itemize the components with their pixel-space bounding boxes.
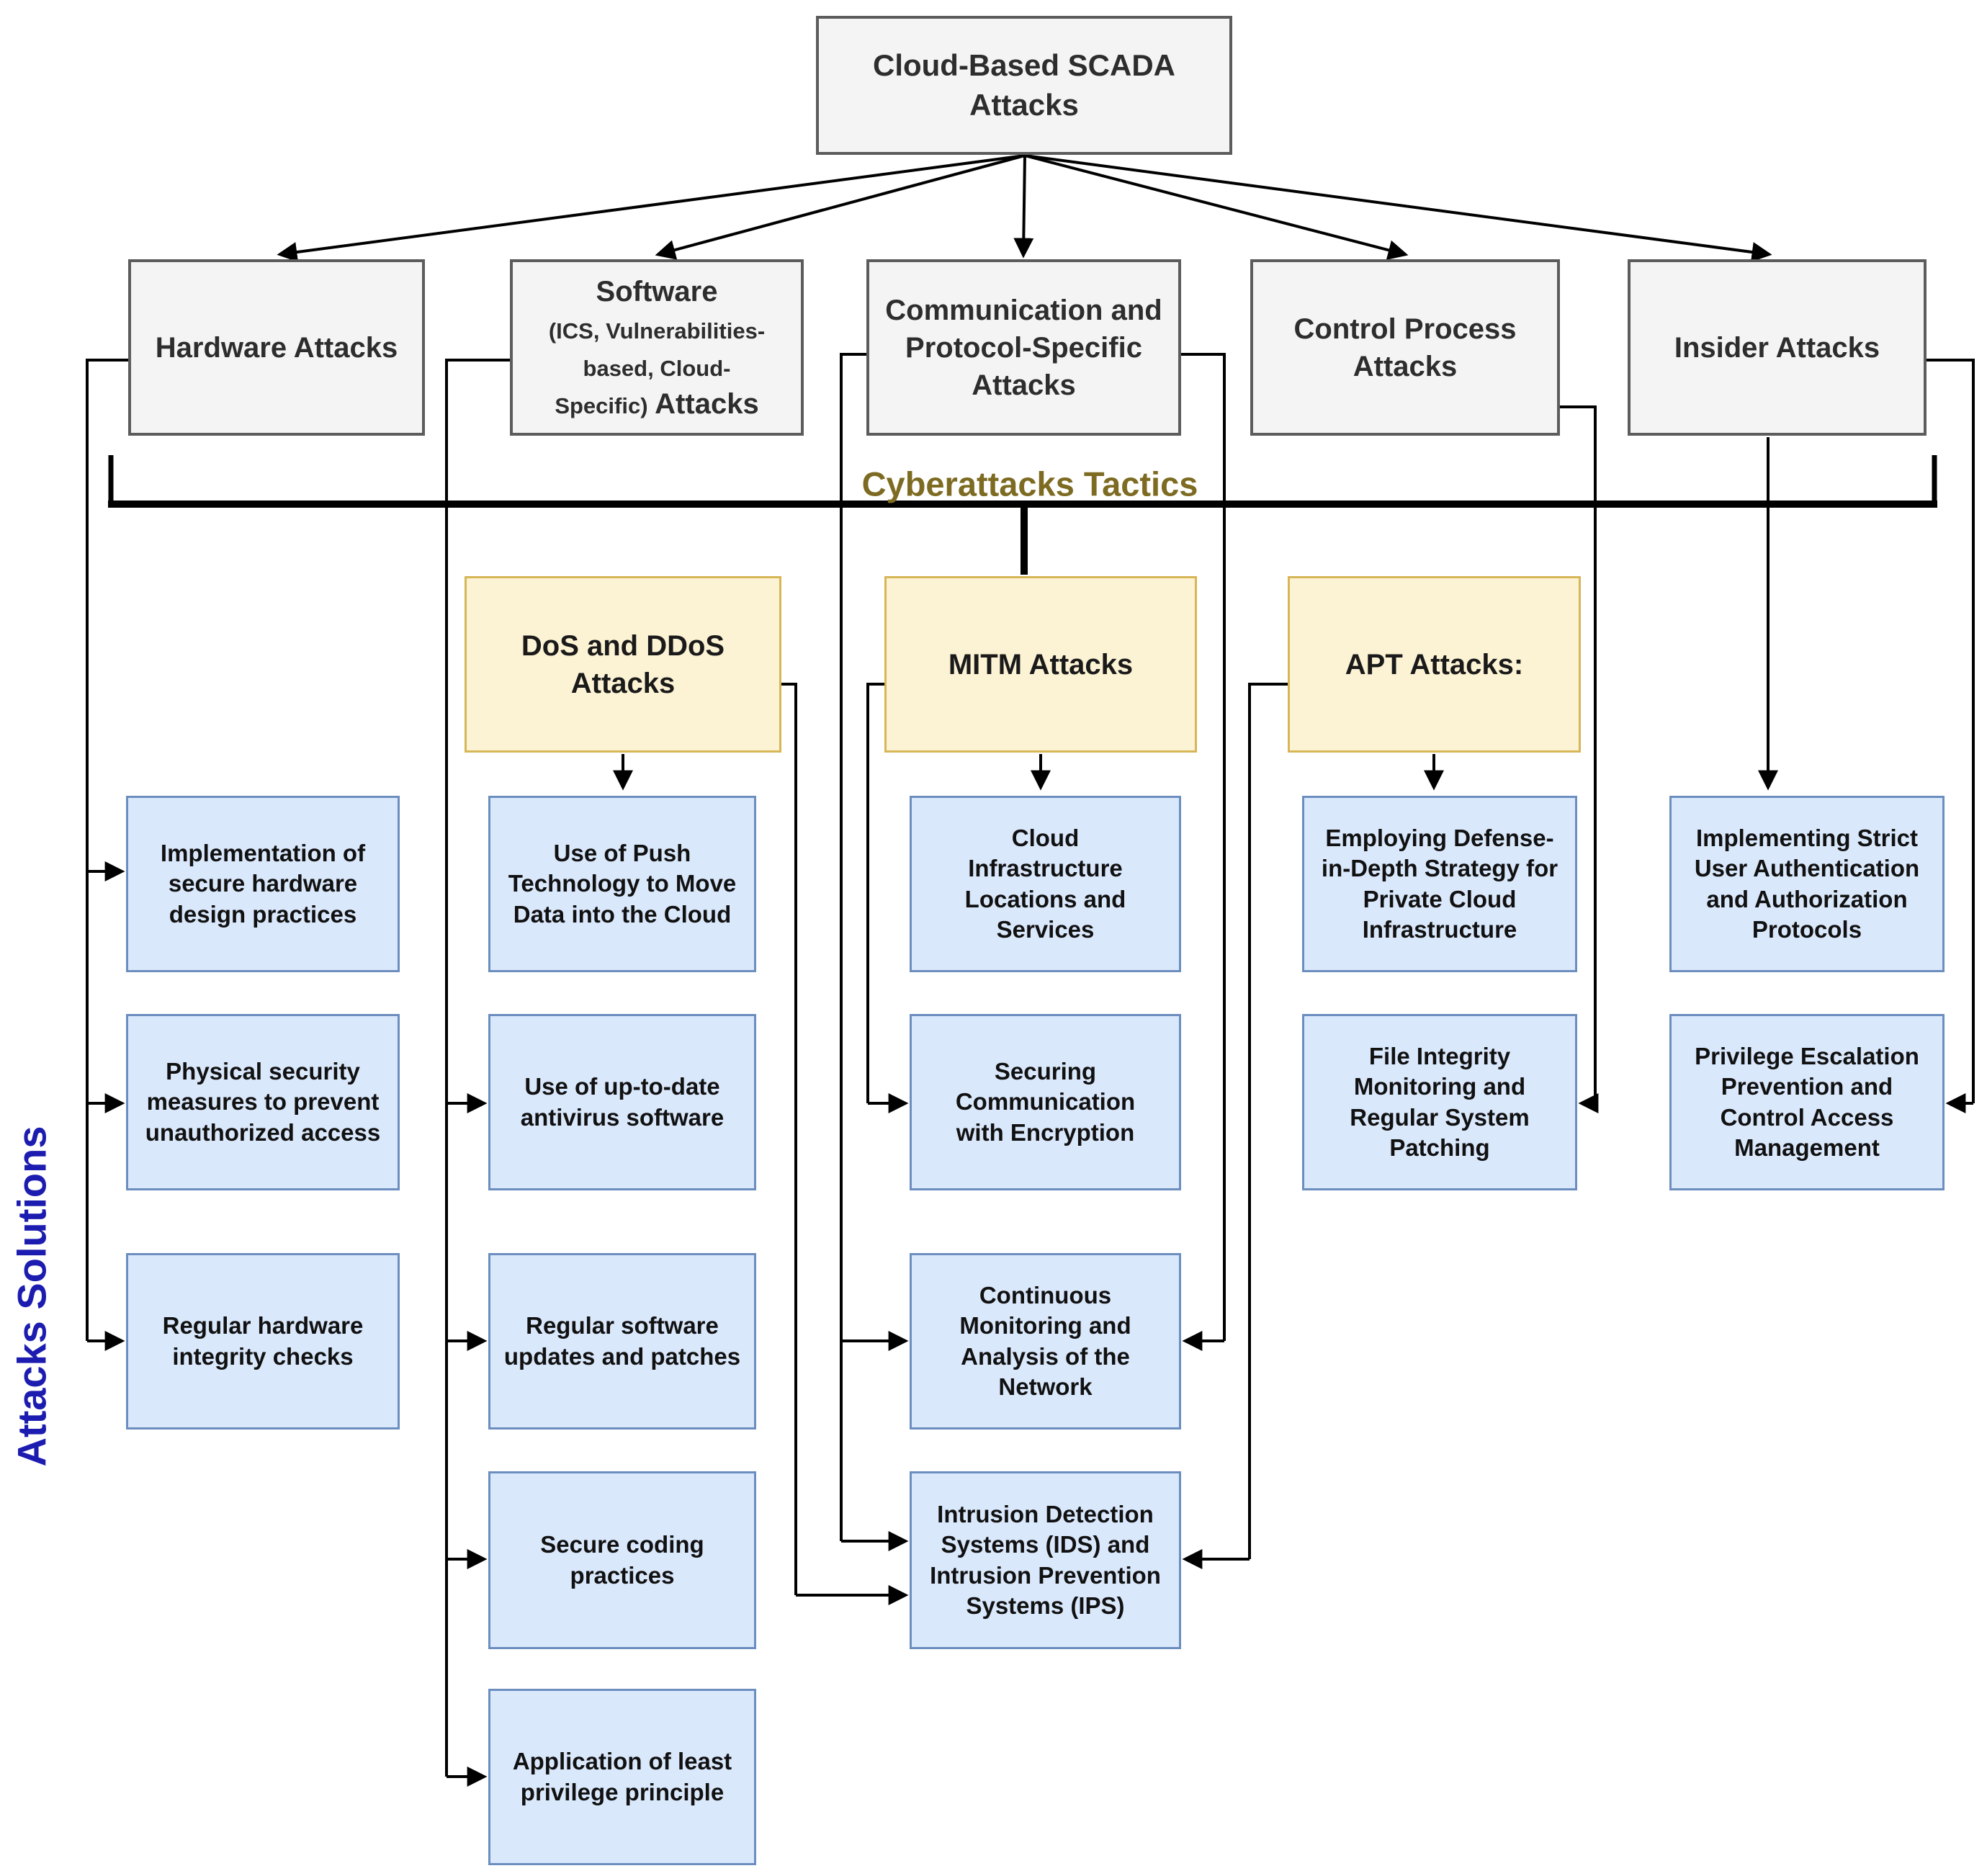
tactics-bracket — [108, 455, 1937, 575]
solution-continuous-monitoring: Continuous Monitoring and Analysis of th… — [910, 1253, 1181, 1430]
node-mitm-attacks: MITM Attacks — [884, 576, 1197, 753]
dos-feed-line — [781, 683, 909, 1605]
solution-secure-coding: Secure coding practices — [488, 1471, 756, 1649]
solution-label: Intrusion Detection Systems (IDS) and In… — [930, 1501, 1161, 1619]
solution-label: Implementing Strict User Authentication … — [1694, 825, 1920, 943]
solution-label: Continuous Monitoring and Analysis of th… — [959, 1282, 1131, 1400]
communication-right-feed — [1181, 353, 1226, 1351]
node-insider-attacks: Insider Attacks — [1628, 259, 1927, 436]
node-hardware-attacks-label: Hardware Attacks — [155, 331, 398, 364]
label-attacks-solutions: Attacks Solutions — [9, 1126, 55, 1467]
solution-label: Cloud Infrastructure Locations and Servi… — [964, 825, 1126, 943]
solution-label: Implementation of secure hardware design… — [160, 840, 366, 928]
node-cloud-scada-attacks: Cloud-Based SCADA Attacks — [816, 16, 1232, 155]
hardware-feed-lines — [86, 359, 133, 1351]
software-feed-lines — [445, 359, 510, 1787]
solution-label: Privilege Escalation Prevention and Cont… — [1695, 1043, 1919, 1161]
node-communication-attacks-label: Communication and Protocol-Specific Atta… — [885, 294, 1162, 401]
solution-label: Use of up-to-date antivirus software — [520, 1073, 725, 1131]
node-cloud-scada-attacks-label: Cloud-Based SCADA Attacks — [872, 48, 1176, 122]
solution-least-privilege: Application of least privilege principle — [488, 1689, 756, 1865]
node-apt-attacks: APT Attacks: — [1288, 576, 1581, 753]
root-fan-arrows — [277, 154, 1772, 262]
solution-label: Securing Communication with Encryption — [955, 1058, 1136, 1146]
node-software-attacks-label: Software (ICS, Vulnerabilities- based, C… — [548, 275, 766, 420]
node-dos-ddos-attacks: DoS and DDoS Attacks — [465, 576, 781, 753]
communication-left-feed — [840, 353, 909, 1551]
solution-label: Regular hardware integrity checks — [162, 1312, 364, 1370]
node-communication-attacks: Communication and Protocol-Specific Atta… — [866, 259, 1181, 436]
node-hardware-attacks: Hardware Attacks — [128, 259, 425, 436]
node-insider-attacks-label: Insider Attacks — [1674, 331, 1880, 364]
solution-privilege-escalation: Privilege Escalation Prevention and Cont… — [1669, 1014, 1945, 1190]
solution-push-technology: Use of Push Technology to Move Data into… — [488, 796, 756, 972]
solution-label: File Integrity Monitoring and Regular Sy… — [1350, 1043, 1530, 1161]
solution-cloud-infrastructure: Cloud Infrastructure Locations and Servi… — [910, 796, 1181, 972]
solution-hardware-design: Implementation of secure hardware design… — [126, 796, 400, 972]
solution-label: Secure coding practices — [540, 1531, 704, 1589]
solution-label: Employing Defense-in-Depth Strategy for … — [1321, 825, 1558, 943]
tactic-down-arrows — [613, 437, 1778, 791]
node-control-process-attacks-label: Control Process Attacks — [1293, 313, 1517, 382]
node-control-process-attacks: Control Process Attacks — [1250, 259, 1560, 436]
solution-antivirus: Use of up-to-date antivirus software — [488, 1014, 756, 1190]
node-apt-attacks-label: APT Attacks: — [1345, 648, 1524, 681]
solution-label: Use of Push Technology to Move Data into… — [508, 840, 737, 928]
solution-label: Regular software updates and patches — [503, 1312, 741, 1370]
solution-file-integrity: File Integrity Monitoring and Regular Sy… — [1302, 1014, 1577, 1190]
insider-feed-line — [1927, 359, 1975, 1113]
control-feed-line — [1560, 405, 1599, 1113]
solution-label: Application of least privilege principle — [512, 1748, 732, 1805]
solution-software-updates: Regular software updates and patches — [488, 1253, 756, 1430]
apt-feed-line — [1182, 683, 1288, 1569]
solution-label: Physical security measures to prevent un… — [145, 1058, 381, 1146]
solution-hardware-integrity-checks: Regular hardware integrity checks — [126, 1253, 400, 1430]
node-mitm-attacks-label: MITM Attacks — [948, 648, 1134, 681]
solution-encryption: Securing Communication with Encryption — [910, 1014, 1181, 1190]
solution-defense-in-depth: Employing Defense-in-Depth Strategy for … — [1302, 796, 1577, 972]
solution-physical-security: Physical security measures to prevent un… — [126, 1014, 400, 1190]
solution-user-authentication: Implementing Strict User Authentication … — [1669, 796, 1945, 972]
node-dos-ddos-attacks-label: DoS and DDoS Attacks — [521, 629, 725, 699]
mitm-feed-line — [866, 683, 909, 1113]
solution-ids-ips: Intrusion Detection Systems (IDS) and In… — [910, 1471, 1181, 1649]
node-software-attacks: Software (ICS, Vulnerabilities- based, C… — [510, 259, 804, 436]
label-cyberattacks-tactics: Cyberattacks Tactics — [861, 464, 1198, 503]
